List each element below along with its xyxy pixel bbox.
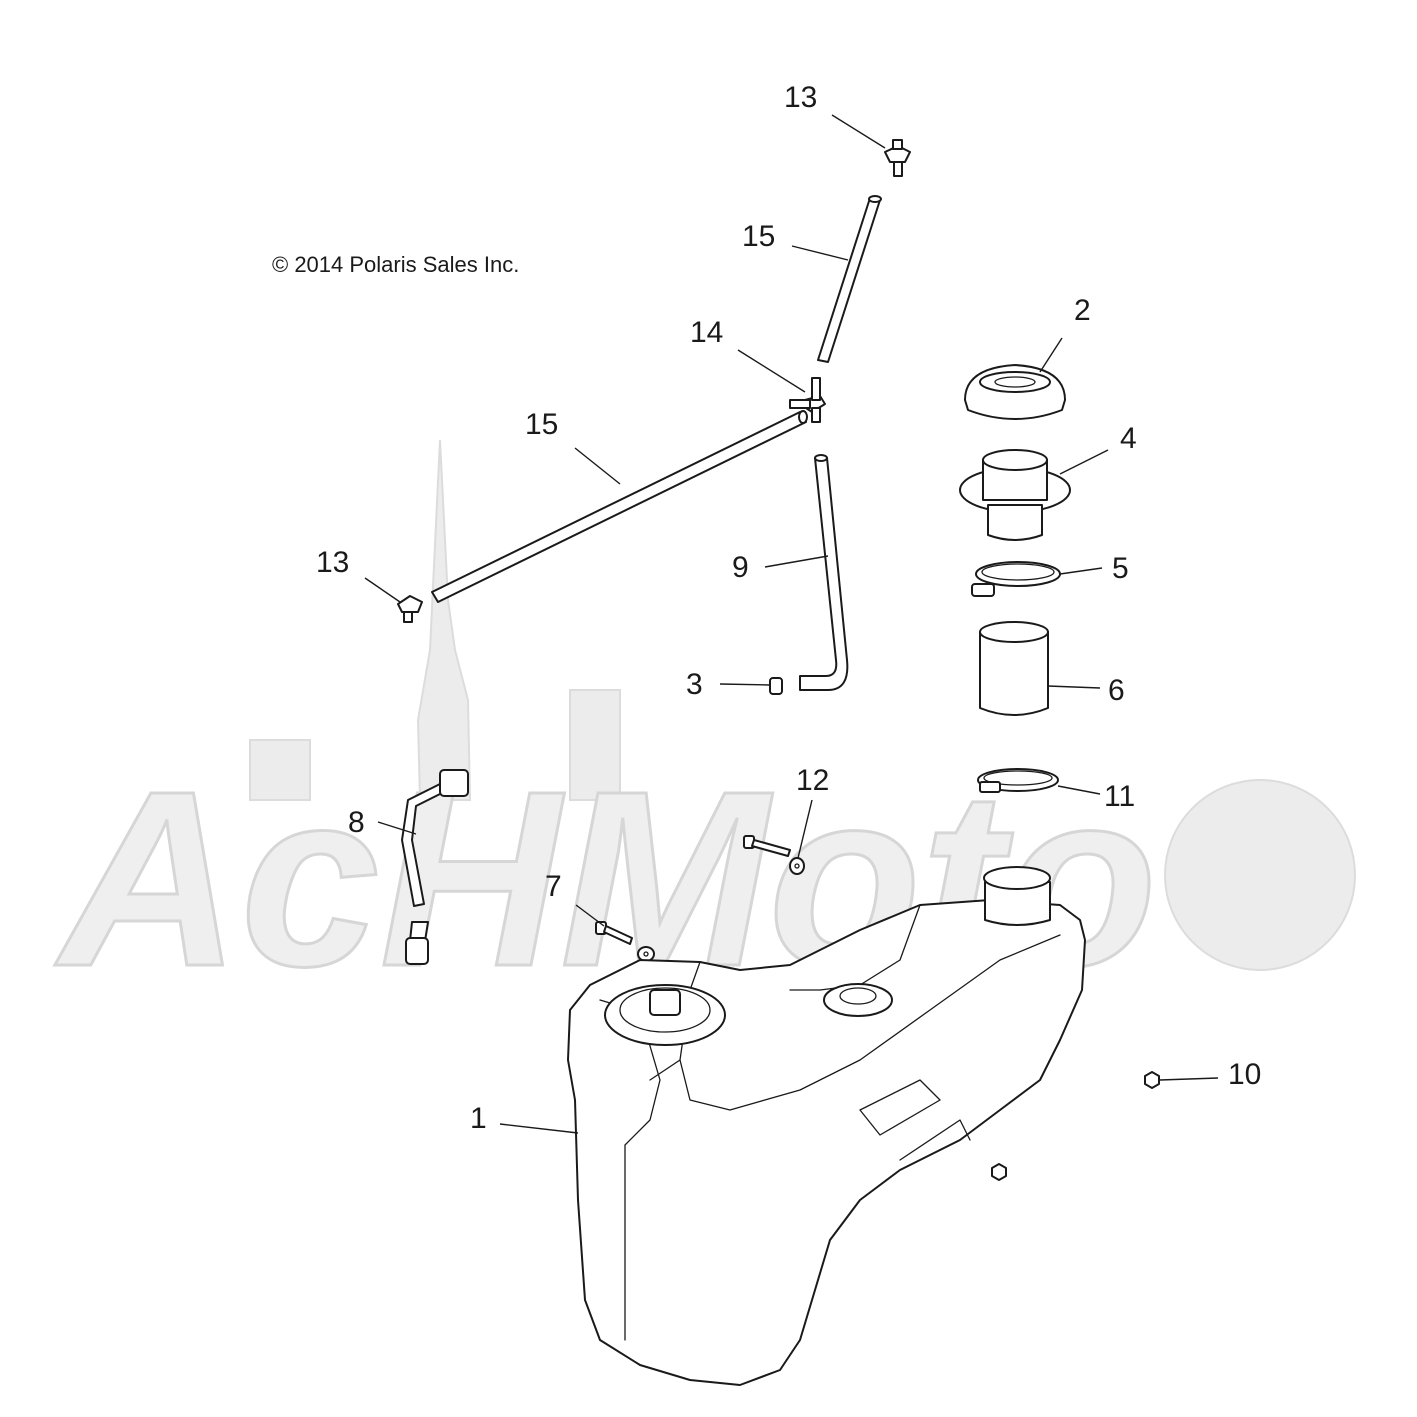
- part-2-fuel-cap: [964, 364, 1066, 420]
- part-13-vent-left: [397, 595, 423, 623]
- leader-13-left: [364, 577, 401, 603]
- callout-14: 14: [690, 316, 723, 349]
- part-15-hose-long: [431, 410, 808, 603]
- part-1-fuel-tank: [567, 866, 1086, 1386]
- part-15-hose-upper: [817, 195, 882, 363]
- part-4-filler-neck: [959, 449, 1071, 541]
- callout-13-top: 13: [784, 81, 817, 114]
- part-5-clamp: [971, 561, 1061, 597]
- callout-1: 1: [470, 1102, 487, 1135]
- part-11-clamp: [977, 768, 1059, 793]
- leader-14: [737, 349, 806, 393]
- leader-10: [1159, 1077, 1219, 1081]
- leader-8: [377, 821, 417, 835]
- callout-13-left: 13: [316, 546, 349, 579]
- callout-12: 12: [796, 764, 829, 797]
- callout-labels: 13 15 2 14 4 15 13 9 5 3 6 12 11 8 7 10 …: [316, 81, 1261, 1135]
- leader-2: [1039, 337, 1063, 373]
- callout-11: 11: [1104, 780, 1135, 813]
- leader-3: [719, 683, 771, 686]
- leader-4: [1059, 449, 1109, 475]
- part-10-nut: [1144, 1071, 1160, 1089]
- part-7-bolt-washer: [595, 921, 655, 962]
- part-6-hose-sleeve: [979, 621, 1049, 716]
- leader-1: [499, 1123, 579, 1134]
- callout-10: 10: [1228, 1058, 1261, 1091]
- leader-6: [1047, 685, 1101, 689]
- callout-15-upper: 15: [742, 220, 775, 253]
- leader-11: [1057, 785, 1101, 795]
- leader-lines: [364, 114, 1219, 1134]
- part-8-fuel-line: [401, 769, 469, 965]
- leader-9: [764, 555, 829, 568]
- watermark: AcHMoto: [53, 439, 1356, 1020]
- leader-7: [575, 904, 605, 927]
- callout-2: 2: [1074, 294, 1091, 327]
- part-9-bent-hose: [799, 454, 849, 691]
- callout-6: 6: [1108, 674, 1125, 707]
- leader-13-top: [831, 114, 886, 149]
- callout-7: 7: [545, 870, 562, 903]
- callout-5: 5: [1112, 552, 1129, 585]
- copyright-text: © 2014 Polaris Sales Inc.: [272, 252, 519, 277]
- part-14-tee-fitting: [789, 377, 826, 423]
- callout-4: 4: [1120, 422, 1137, 455]
- callout-3: 3: [686, 668, 703, 701]
- callout-9: 9: [732, 551, 749, 584]
- part-12-bolt-washer: [743, 835, 805, 875]
- nut-on-tank: [991, 1163, 1007, 1181]
- watermark-text: AcHMoto: [54, 739, 1157, 1018]
- part-3-plug: [769, 677, 783, 695]
- leader-5: [1059, 567, 1103, 575]
- callout-15-long: 15: [525, 408, 558, 441]
- part-13-vent-top: [884, 139, 911, 177]
- leader-15-long: [574, 447, 621, 485]
- leader-15-upper: [791, 245, 849, 261]
- callout-8: 8: [348, 806, 365, 839]
- leader-12: [797, 799, 813, 859]
